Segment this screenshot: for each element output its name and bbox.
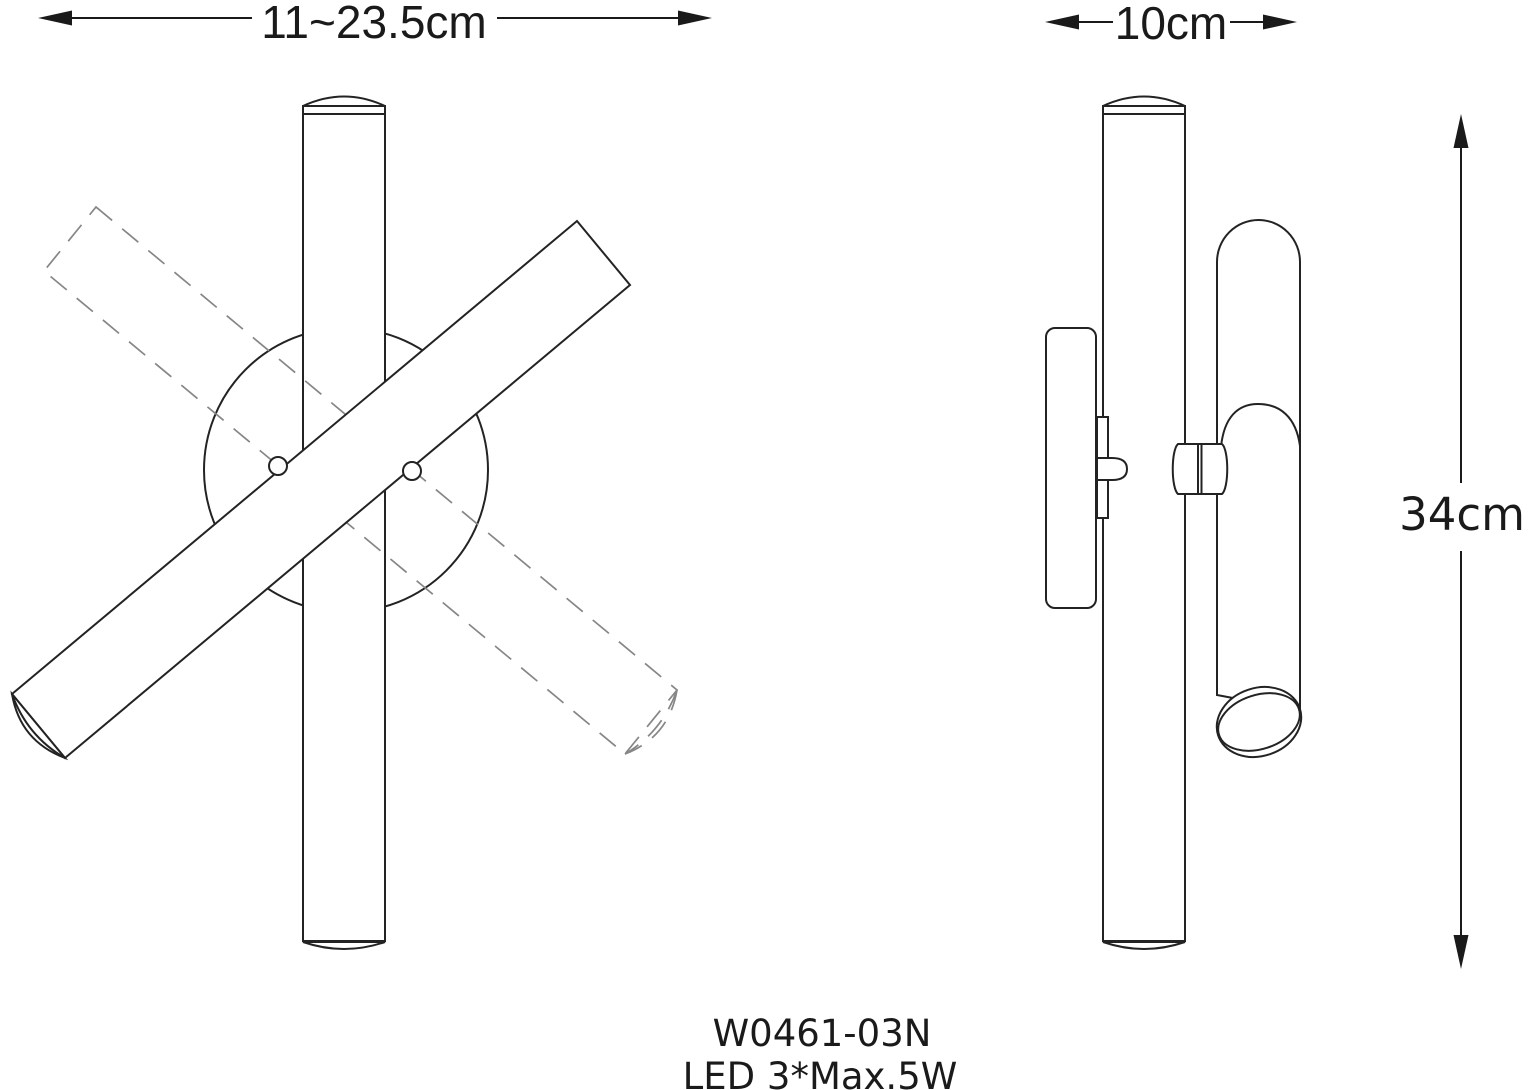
side-tube-body	[1102, 105, 1186, 942]
product-labels: W0461-03N LED 3*Max.5W	[683, 1012, 958, 1090]
ghost-tube-end-cap-outer	[624, 689, 678, 755]
side-view	[1045, 95, 1303, 950]
arrowhead-up-icon	[1453, 114, 1469, 148]
side-main-tube	[1102, 95, 1186, 950]
front-ghost-tube	[42, 205, 679, 756]
depth-label: 10cm	[1115, 0, 1227, 49]
front-diagonal-tube	[10, 219, 632, 761]
tube-top-cap	[302, 95, 386, 107]
pivot-screw-right	[402, 461, 422, 481]
dimension-height: 34cm	[1399, 114, 1525, 969]
pivot-screw-left	[268, 456, 288, 476]
width-range-label: 11~23.5cm	[261, 0, 486, 48]
ghost-tube-end-cap-inner	[624, 689, 678, 755]
front-view	[10, 95, 679, 950]
dimension-depth: 10cm	[1045, 0, 1297, 49]
pivot-peg	[1096, 457, 1129, 481]
side-tube-bottom-cap	[1102, 941, 1186, 950]
dimension-width-range: 11~23.5cm	[38, 0, 712, 48]
arrowhead-down-icon	[1453, 935, 1469, 969]
diagonal-tube-cap-inner	[11, 693, 66, 759]
height-label: 34cm	[1399, 488, 1525, 541]
ball-joint-body	[1171, 443, 1229, 495]
side-tube-top-cap	[1102, 95, 1186, 107]
arrowhead-right-icon	[1263, 14, 1297, 30]
ball-joint	[1171, 443, 1229, 495]
wall-mount-plate	[1045, 327, 1097, 609]
arrowhead-left-icon	[38, 10, 72, 26]
angled-tube-body	[1216, 219, 1301, 720]
tube-bottom-cap	[302, 941, 386, 950]
side-angled-tube	[1215, 219, 1303, 758]
rear-tube-shoulder	[1220, 402, 1301, 448]
product-model: W0461-03N	[713, 1012, 932, 1055]
arrowhead-left-icon	[1045, 14, 1079, 30]
product-spec: LED 3*Max.5W	[683, 1055, 958, 1090]
angled-tube-bottom-rim	[1217, 692, 1301, 752]
arrowhead-right-icon	[678, 10, 712, 26]
